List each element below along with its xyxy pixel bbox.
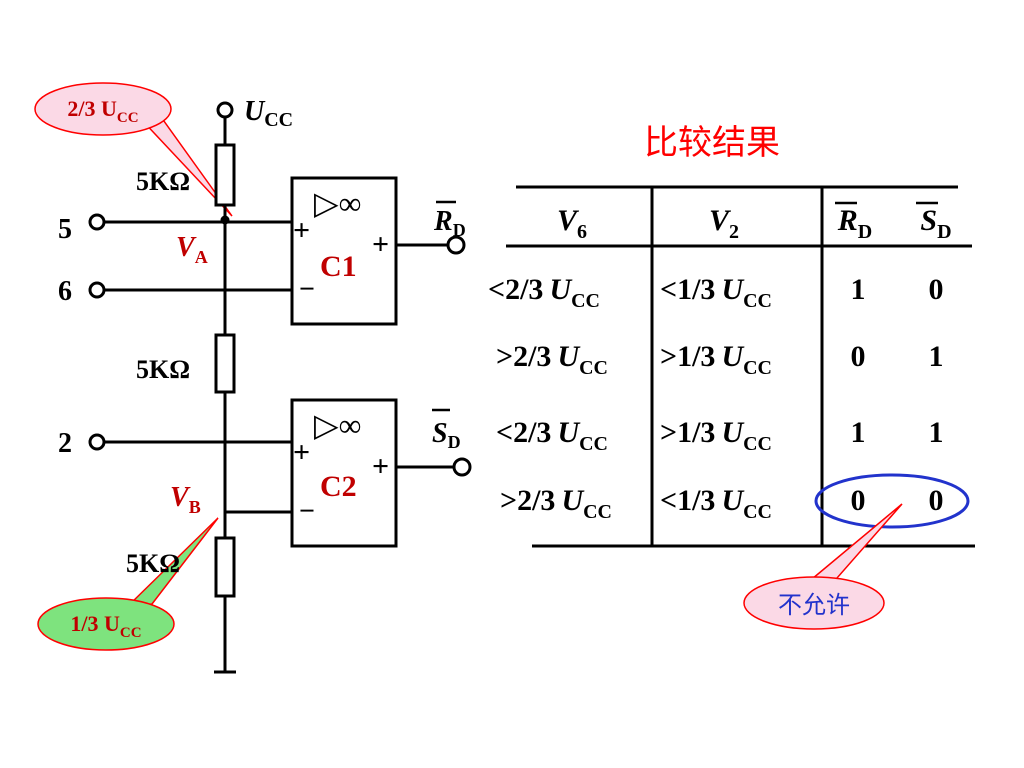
pin-6-label: 6 [58,276,72,307]
pin-2-label: 2 [58,428,72,459]
rd-terminal [446,235,466,255]
table-header-cell: RD [837,204,872,243]
cell-rd: 0 [851,340,866,373]
comparator-c2: ▷∞ + − + C2 [290,398,398,548]
node-a-label: VA [176,232,208,267]
pin-2-terminal [88,433,106,451]
cell-sd: 1 [929,416,944,449]
pin-5-label: 5 [58,214,72,245]
cell-sd: 0 [929,484,944,517]
rd-label: RD [433,206,466,240]
table-title: 比较结果 [644,123,780,163]
note-text: 不允许 [778,591,850,619]
resistor-middle-label: 5KΩ [136,355,190,384]
node-b-label: VB [170,482,201,517]
c1-amp-symbol: ▷∞ [314,185,361,221]
sd-label: SD [432,418,461,452]
note-bubble [743,576,885,630]
pin-5-terminal [88,213,106,231]
c2-output-plus: + [372,450,389,483]
comparator-c1: ▷∞ + − + C1 [290,176,398,326]
cell-sd: 1 [929,340,944,373]
callout-top-text: 2/3 UCC [67,96,138,126]
c2-input-minus: − [299,496,315,527]
c2-input-plus: + [293,436,310,469]
c1-output-plus: + [372,228,389,261]
cell-sd: 0 [929,273,944,306]
c1-input-minus: − [299,274,315,305]
supply-label: UCC [244,96,293,131]
c1-name: C1 [320,250,357,283]
pin-6-terminal [88,281,106,299]
resistor-bottom [214,536,236,598]
resistor-middle [214,333,236,394]
table-header-cell: SD [920,204,951,243]
sd-terminal [452,457,472,477]
cell-rd: 1 [851,416,866,449]
table-header-row: V6 V2 RD SD [557,201,952,243]
supply-terminal [216,101,234,119]
callout-bottom-bubble [37,597,175,651]
cell-rd: 0 [851,484,866,517]
callout-top-bubble [34,82,172,136]
resistor-top-label: 5KΩ [136,167,190,196]
table-grid [506,185,975,548]
c2-name: C2 [320,470,357,503]
not-allowed-circle [814,473,970,529]
resistor-bottom-label: 5KΩ [126,549,180,578]
table-header-cell: V6 [557,204,587,243]
divider-wiring [214,118,236,674]
c1-input-plus: + [293,214,310,247]
callout-bottom-text: 1/3 UCC [70,611,141,641]
table-header-cell: V2 [709,204,739,243]
resistor-top [214,143,236,207]
c2-amp-symbol: ▷∞ [314,407,361,443]
cell-rd: 1 [851,273,866,306]
